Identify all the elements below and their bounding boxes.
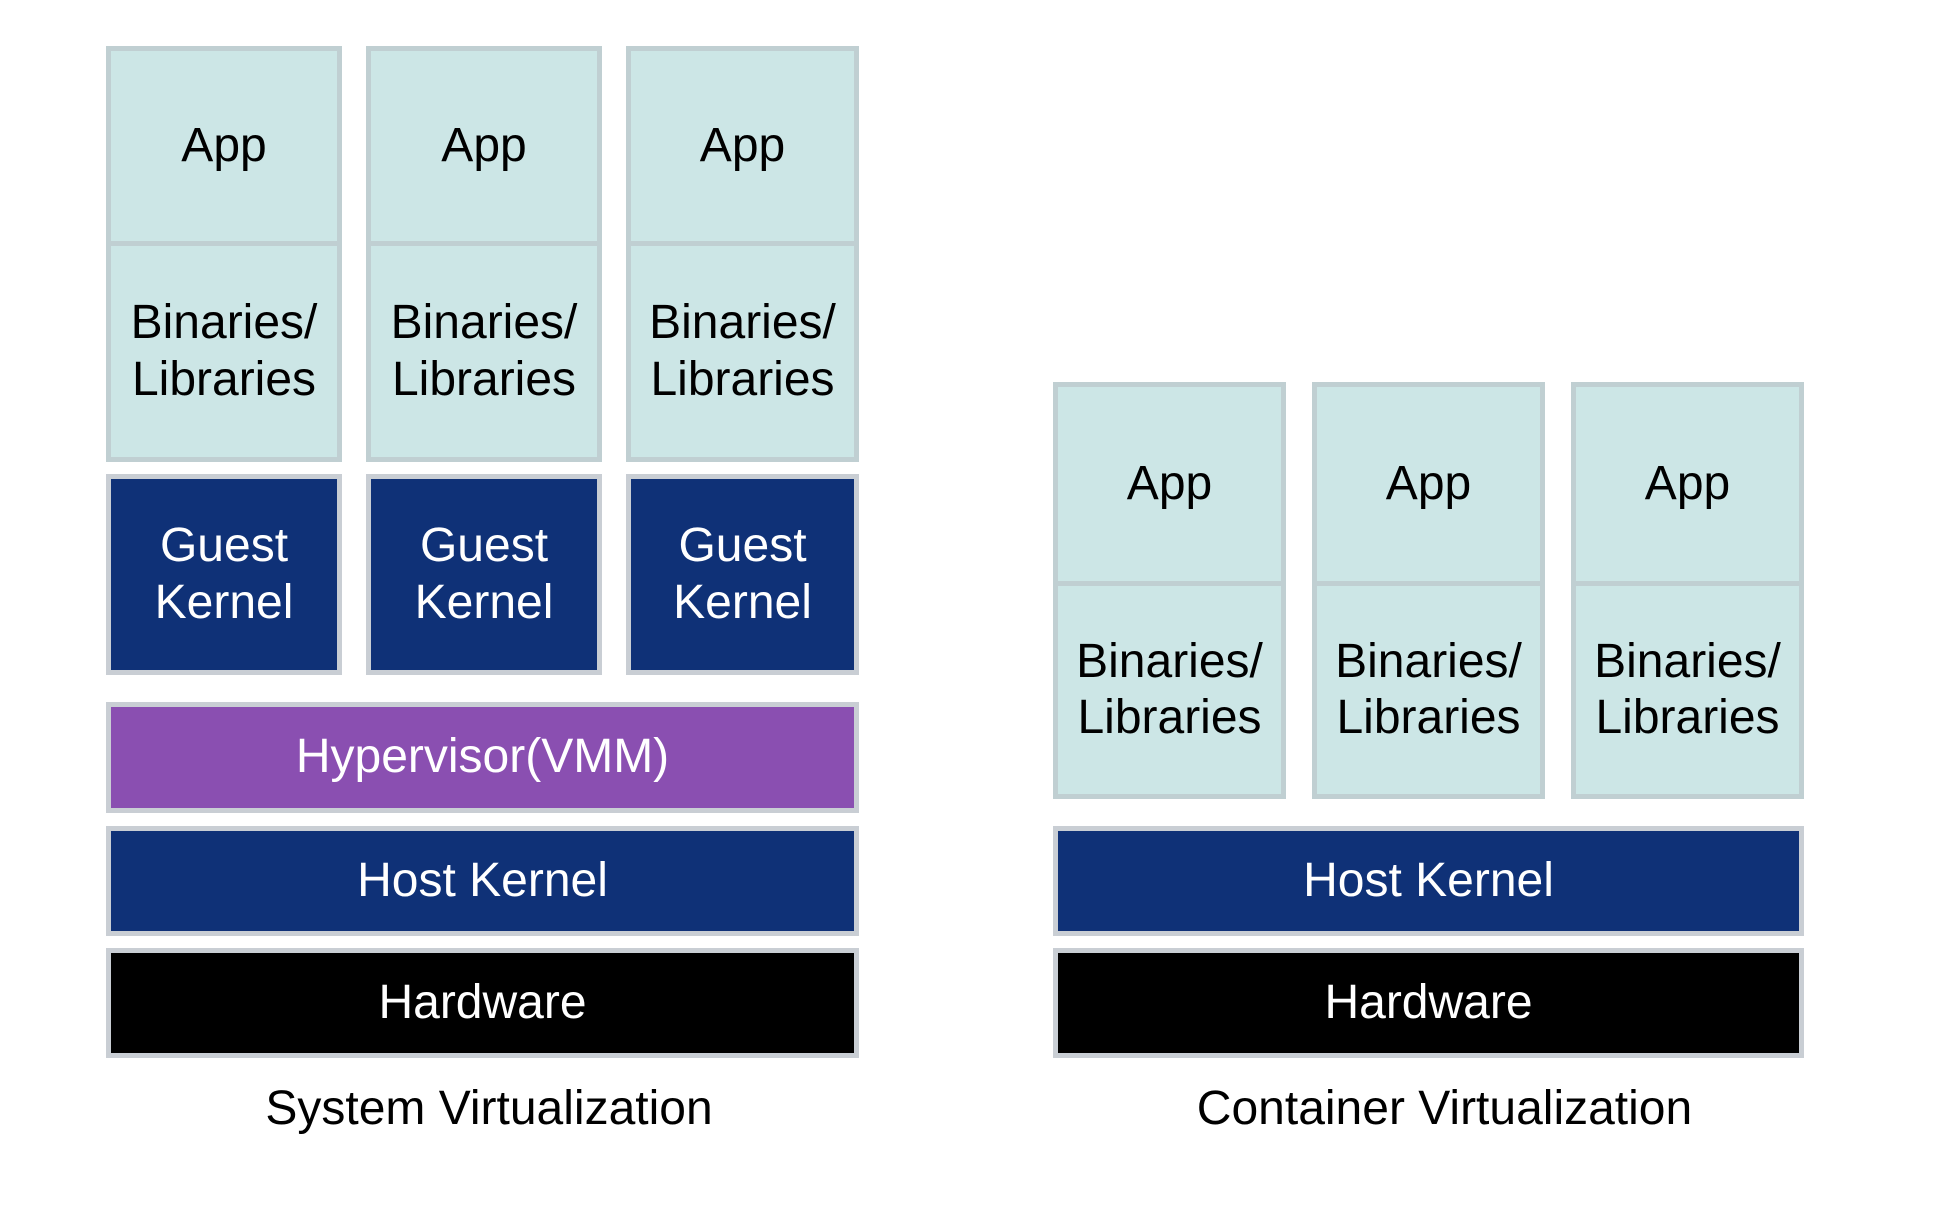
system-app-box-2: App	[366, 46, 602, 246]
container-libraries-box-1: Binaries/ Libraries	[1053, 581, 1286, 799]
container-app-box-2: App	[1312, 382, 1545, 586]
container-host-kernel-bar: Host Kernel	[1053, 826, 1804, 936]
system-libraries-box-3: Binaries/ Libraries	[626, 241, 859, 462]
system-libraries-box-1: Binaries/ Libraries	[106, 241, 342, 462]
container-app-box-1: App	[1053, 382, 1286, 586]
guest-kernel-box-1: Guest Kernel	[106, 474, 342, 675]
system-libraries-box-2: Binaries/ Libraries	[366, 241, 602, 462]
system-app-box-1: App	[106, 46, 342, 246]
guest-kernel-box-2: Guest Kernel	[366, 474, 602, 675]
container-app-box-3: App	[1571, 382, 1804, 586]
container-virtualization-caption: Container Virtualization	[1196, 1082, 1693, 1135]
container-hardware-bar: Hardware	[1053, 948, 1804, 1058]
container-libraries-box-2: Binaries/ Libraries	[1312, 581, 1545, 799]
container-libraries-box-3: Binaries/ Libraries	[1571, 581, 1804, 799]
system-host-kernel-bar: Host Kernel	[106, 826, 859, 936]
system-virtualization-caption: System Virtualization	[265, 1082, 713, 1135]
guest-kernel-box-3: Guest Kernel	[626, 474, 859, 675]
system-hardware-bar: Hardware	[106, 948, 859, 1058]
hypervisor-bar: Hypervisor(VMM)	[106, 702, 859, 813]
system-app-box-3: App	[626, 46, 859, 246]
